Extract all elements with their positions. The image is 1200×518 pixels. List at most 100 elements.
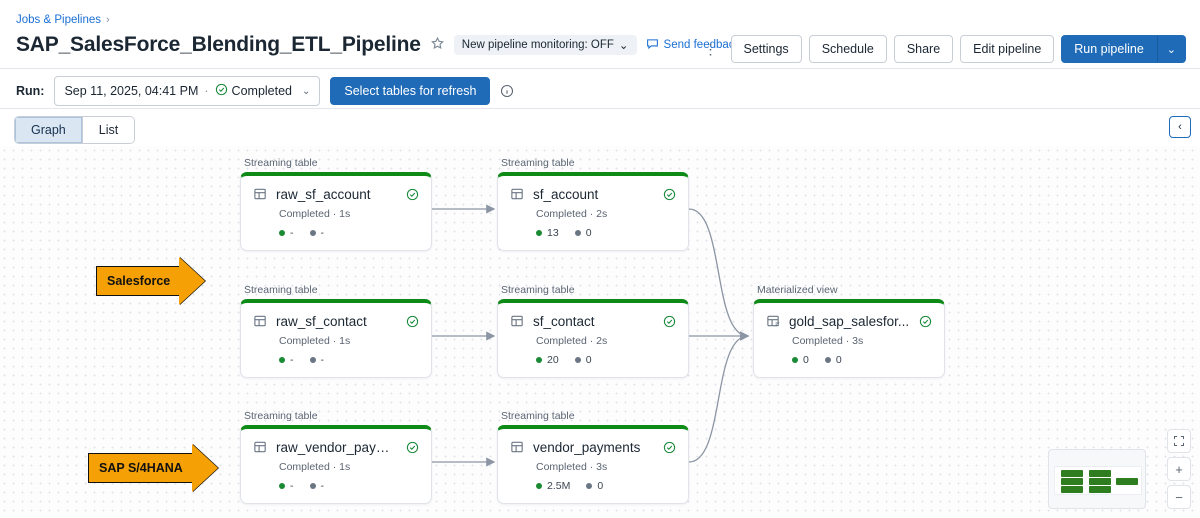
- minimap-node: [1089, 478, 1111, 485]
- info-icon[interactable]: [500, 84, 514, 98]
- breadcrumb-separator: ›: [106, 14, 110, 26]
- fit-screen-icon[interactable]: [1167, 429, 1191, 453]
- node-metrics: 2.5M 0: [510, 480, 676, 492]
- graph-node-sf-contact[interactable]: Streaming table sf_contact Completed · 2…: [497, 284, 689, 378]
- node-name: raw_vendor_paym...: [276, 440, 398, 455]
- graph-node-raw-vendor-payments[interactable]: Streaming table raw_vendor_paym... Compl…: [240, 410, 432, 504]
- grey-dot-icon: [309, 230, 316, 236]
- node-type-label: Streaming table: [501, 410, 575, 422]
- breadcrumb-jobs-pipelines[interactable]: Jobs & Pipelines: [16, 14, 102, 26]
- check-circle-icon: [406, 315, 419, 328]
- run-pipeline-button[interactable]: Run pipeline: [1061, 35, 1157, 63]
- grey-dot-icon: [574, 357, 581, 363]
- check-circle-icon: [215, 83, 228, 99]
- graph-node-gold-sap-salesforce[interactable]: Materialized view gold_sap_salesfor... C…: [753, 284, 945, 378]
- node-type-label: Streaming table: [244, 284, 318, 296]
- node-status: Completed · 2s: [536, 208, 608, 220]
- node-name: raw_sf_contact: [276, 314, 367, 329]
- select-tables-for-refresh-button[interactable]: Select tables for refresh: [330, 77, 491, 105]
- share-button[interactable]: Share: [893, 35, 954, 63]
- run-separator: ·: [204, 84, 209, 98]
- green-dot-icon: [536, 230, 542, 236]
- node-card[interactable]: vendor_payments Completed · 3s 2.5M 0: [497, 425, 689, 504]
- node-card[interactable]: sf_account Completed · 2s 13 0: [497, 172, 689, 251]
- run-pipeline-caret-icon[interactable]: ⌄: [1156, 35, 1186, 63]
- metric-value: 20: [547, 354, 559, 366]
- grey-dot-icon: [824, 357, 831, 363]
- run-status-label: Completed: [231, 84, 292, 98]
- node-card[interactable]: raw_sf_account Completed · 1s - -: [240, 172, 432, 251]
- arrow-head-icon: [191, 444, 218, 492]
- pipeline-monitoring-toggle[interactable]: New pipeline monitoring: OFF ⌄: [453, 35, 637, 55]
- node-status: Completed · 3s: [536, 461, 608, 473]
- node-name: gold_sap_salesfor...: [789, 314, 910, 329]
- send-feedback-link[interactable]: Send feedback: [646, 37, 740, 53]
- node-card[interactable]: raw_sf_contact Completed · 1s - -: [240, 299, 432, 378]
- metric-records: -: [279, 480, 294, 492]
- streaming-table-icon: [253, 440, 268, 455]
- collapse-panel-button[interactable]: ‹: [1169, 116, 1191, 138]
- node-metrics: - -: [253, 480, 419, 492]
- run-selector[interactable]: Sep 11, 2025, 04:41 PM · Completed ⌄: [54, 76, 321, 106]
- node-card[interactable]: gold_sap_salesfor... Completed · 3s 0 0: [753, 299, 945, 378]
- page-header: Jobs & Pipelines › SAP_SalesForce_Blendi…: [0, 0, 1200, 57]
- run-status: Completed: [215, 83, 292, 99]
- green-dot-icon: [279, 483, 285, 489]
- edit-pipeline-button[interactable]: Edit pipeline: [960, 35, 1055, 63]
- minimap-node: [1061, 478, 1083, 485]
- node-header: raw_sf_account: [253, 187, 419, 202]
- node-status: Completed · 1s: [279, 208, 351, 220]
- header-actions: ⋮ Settings Schedule Share Edit pipeline …: [698, 35, 1186, 63]
- green-dot-icon: [536, 483, 542, 489]
- header-divider: [0, 68, 1200, 69]
- chevron-down-icon: ⌄: [302, 85, 311, 97]
- streaming-table-icon: [510, 187, 525, 202]
- pipeline-graph-canvas[interactable]: Streaming table raw_sf_account Completed…: [0, 146, 1200, 518]
- node-type-label: Materialized view: [757, 284, 838, 296]
- metric-records: -: [279, 227, 294, 239]
- node-status: Completed · 2s: [536, 335, 608, 347]
- graph-node-raw-sf-account[interactable]: Streaming table raw_sf_account Completed…: [240, 157, 432, 251]
- metric-value: -: [290, 480, 294, 492]
- comment-icon: [646, 37, 659, 53]
- node-status: Completed · 3s: [792, 335, 864, 347]
- minimap-node: [1116, 478, 1138, 485]
- metric-dropped: -: [309, 227, 324, 239]
- title-row: SAP_SalesForce_Blending_ETL_Pipeline New…: [16, 33, 1184, 57]
- graph-node-raw-sf-contact[interactable]: Streaming table raw_sf_contact Completed…: [240, 284, 432, 378]
- zoom-in-button[interactable]: +: [1167, 457, 1191, 481]
- metric-value: -: [290, 227, 294, 239]
- view-mode-tabs: Graph List: [14, 116, 136, 144]
- run-timestamp: Sep 11, 2025, 04:41 PM: [64, 84, 199, 98]
- node-header: sf_account: [510, 187, 676, 202]
- more-options-icon[interactable]: ⋮: [703, 41, 718, 57]
- arrow-head-icon: [179, 257, 206, 305]
- node-type-label: Streaming table: [501, 284, 575, 296]
- check-circle-icon: [663, 315, 676, 328]
- monitoring-label: New pipeline monitoring: OFF: [461, 39, 614, 51]
- metric-dropped: -: [309, 354, 325, 366]
- graph-edges: [431, 204, 750, 467]
- tab-list[interactable]: List: [81, 117, 135, 143]
- green-dot-icon: [279, 357, 285, 363]
- tab-graph[interactable]: Graph: [15, 117, 82, 143]
- streaming-table-icon: [253, 314, 268, 329]
- node-name: sf_contact: [533, 314, 595, 329]
- node-header: raw_sf_contact: [253, 314, 419, 329]
- metric-value: -: [320, 354, 325, 366]
- materialized-view-icon: [766, 314, 781, 329]
- settings-button[interactable]: Settings: [730, 35, 802, 63]
- node-card[interactable]: raw_vendor_paym... Completed · 1s - -: [240, 425, 432, 504]
- zoom-out-button[interactable]: −: [1167, 485, 1191, 509]
- minimap-viewport: [1054, 466, 1142, 495]
- graph-minimap[interactable]: [1048, 449, 1146, 509]
- node-status: Completed · 1s: [279, 335, 351, 347]
- runbar-divider: [0, 108, 1200, 109]
- graph-node-sf-account[interactable]: Streaming table sf_account Completed · 2…: [497, 157, 689, 251]
- node-card[interactable]: sf_contact Completed · 2s 20 0: [497, 299, 689, 378]
- node-metrics: 0 0: [766, 354, 932, 366]
- schedule-button[interactable]: Schedule: [808, 35, 887, 63]
- page-title: SAP_SalesForce_Blending_ETL_Pipeline: [16, 33, 421, 56]
- star-icon[interactable]: [430, 36, 445, 54]
- graph-node-vendor-payments[interactable]: Streaming table vendor_payments Complete…: [497, 410, 689, 504]
